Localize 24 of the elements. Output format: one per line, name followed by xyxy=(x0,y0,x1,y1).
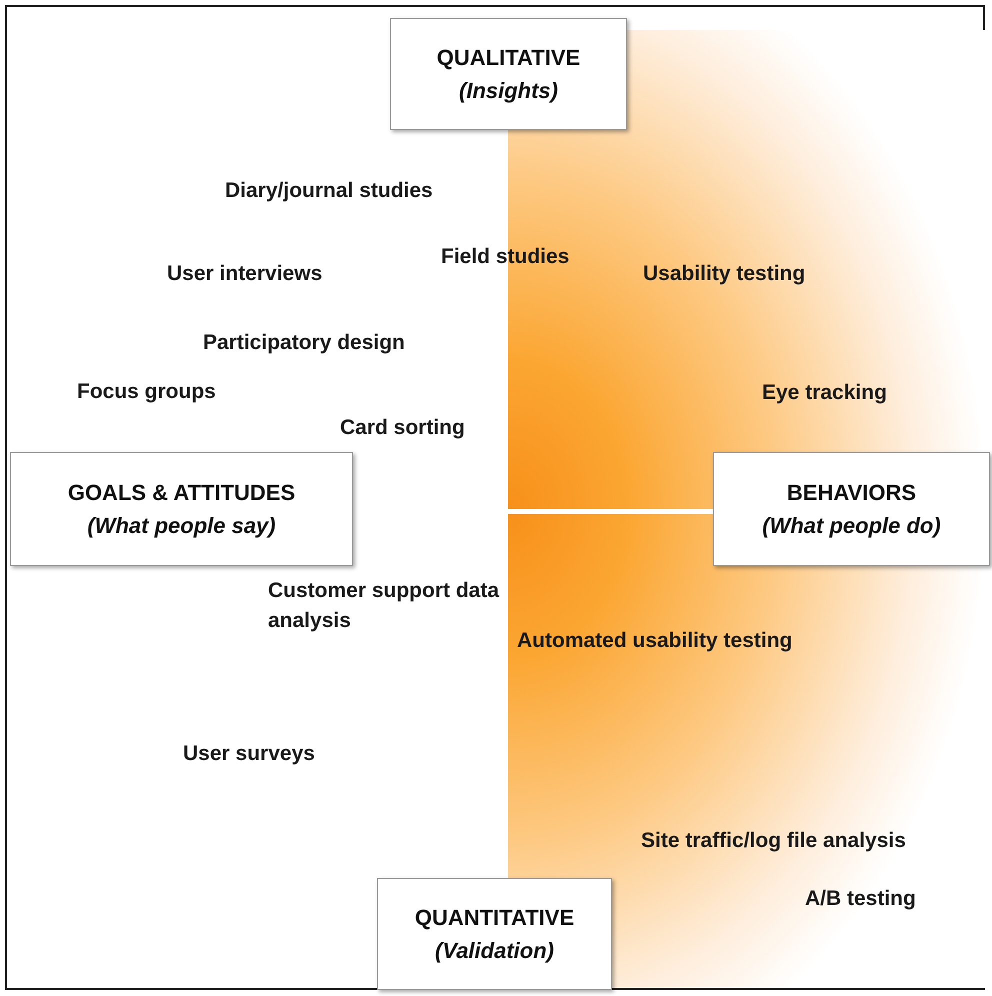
method-label: Customer support data analysis xyxy=(268,578,500,634)
category-title: QUANTITATIVE xyxy=(414,904,574,932)
category-subtitle: (What people do) xyxy=(762,512,941,540)
category-title: GOALS & ATTITUDES xyxy=(68,479,296,507)
method-label: Participatory design xyxy=(203,330,405,356)
category-box xyxy=(377,878,612,990)
method-label: Eye tracking xyxy=(762,380,887,406)
category-subtitle: (Validation) xyxy=(435,937,554,965)
category-box xyxy=(390,18,627,130)
method-label: Site traffic/log file analysis xyxy=(641,828,906,854)
method-label: User surveys xyxy=(183,741,315,767)
method-label: Automated usability testing xyxy=(517,628,792,654)
method-label: Usability testing xyxy=(643,261,806,287)
category-box xyxy=(10,452,353,566)
method-label: Focus groups xyxy=(77,379,216,405)
method-label: Diary/journal studies xyxy=(225,178,433,204)
category-subtitle: (Insights) xyxy=(459,77,558,105)
method-label: A/B testing xyxy=(805,886,916,912)
category-title: BEHAVIORS xyxy=(786,479,916,507)
category-subtitle: (What people say) xyxy=(87,512,276,540)
method-label: User interviews xyxy=(167,261,322,287)
method-label: Card sorting xyxy=(340,415,465,441)
category-box xyxy=(713,452,990,566)
category-title: QUALITATIVE xyxy=(436,44,580,72)
